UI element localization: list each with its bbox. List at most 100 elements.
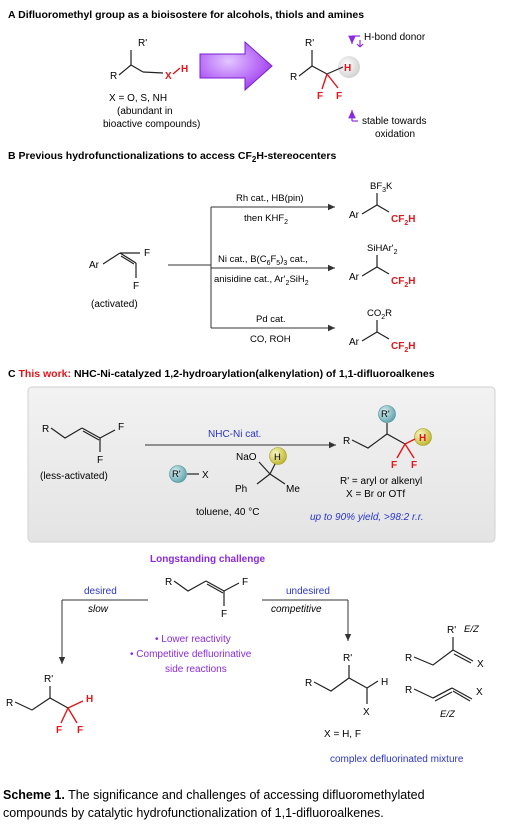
side-product-3: R X E/Z: [405, 685, 483, 720]
svg-text:H: H: [274, 452, 281, 463]
section-b-reaction-2: Ni cat., B(C6F5)3 cat., anisidine cat., …: [214, 243, 415, 289]
bioisostere-arrow: [199, 40, 273, 92]
svg-text:up to 90% yield, >98:2 r.r.: up to 90% yield, >98:2 r.r.: [310, 512, 424, 523]
svg-text:E/Z: E/Z: [440, 709, 456, 720]
svg-text:Ar: Ar: [349, 272, 360, 283]
svg-text:Pd cat.: Pd cat.: [256, 314, 286, 325]
svg-text:NaO: NaO: [236, 452, 257, 463]
svg-text:desired: desired: [84, 586, 117, 597]
svg-text:R': R': [343, 653, 352, 664]
svg-text:Ph: Ph: [235, 484, 247, 495]
svg-text:R': R': [172, 469, 181, 480]
svg-text:bioactive compounds): bioactive compounds): [103, 119, 200, 130]
section-c-product: R' R H F F R' = aryl or alkenyl X = Br o…: [310, 405, 432, 523]
svg-text:(activated): (activated): [91, 299, 138, 310]
side-product-2: R' E/Z R X: [405, 624, 484, 670]
svg-text:(less-activated): (less-activated): [40, 471, 108, 482]
svg-text:X: X: [363, 707, 370, 718]
svg-text:Me: Me: [286, 484, 300, 495]
section-b-substrate: Ar F F (activated): [89, 248, 150, 310]
svg-text:F: F: [118, 422, 124, 433]
svg-text:CF2H: CF2H: [391, 214, 415, 227]
svg-text:stable towards: stable towards: [362, 116, 426, 127]
svg-text:toluene, 40 °C: toluene, 40 °C: [196, 507, 260, 518]
svg-text:(abundant in: (abundant in: [117, 106, 173, 117]
bullet-lower-reactivity: • Lower reactivity: [155, 634, 231, 645]
svg-text:then KHF2: then KHF2: [244, 213, 288, 226]
section-a-title: A Difluoromethyl group as a bioisostere …: [8, 9, 364, 21]
svg-text:CO, ROH: CO, ROH: [250, 334, 291, 345]
svg-text:H: H: [344, 63, 351, 74]
svg-text:X: X: [476, 687, 483, 698]
section-b-reaction-1: Rh cat., HB(pin) then KHF2 BF3K Ar CF2H: [236, 181, 415, 227]
svg-text:R: R: [343, 436, 350, 447]
svg-text:SiHAr'2: SiHAr'2: [367, 243, 398, 256]
svg-text:R: R: [42, 424, 49, 435]
svg-text:F: F: [77, 725, 83, 736]
bullet-defluorinative: • Competitive defluorinative: [130, 649, 252, 660]
svg-text:CF2H: CF2H: [391, 341, 415, 354]
svg-text:X = H, F: X = H, F: [324, 729, 361, 740]
mixture-label: complex defluorinated mixture: [330, 754, 464, 765]
section-a-right-molecule: R' R H F F H-bond donor stable towards o…: [290, 32, 426, 140]
svg-text:X: X: [202, 470, 209, 481]
desired-product: R' R H F F: [6, 674, 93, 736]
svg-text:F: F: [391, 460, 397, 471]
section-b-branch-arrows: [168, 203, 335, 332]
svg-text:R: R: [110, 71, 117, 82]
svg-text:BF3K: BF3K: [370, 181, 393, 194]
svg-text:H: H: [419, 433, 426, 444]
svg-text:CF2H: CF2H: [391, 276, 415, 289]
challenge-desired-path: desired slow: [58, 586, 148, 664]
caption-line-1: Scheme 1. The significance and challenge…: [3, 788, 425, 802]
svg-text:E/Z: E/Z: [464, 624, 480, 635]
svg-text:undesired: undesired: [286, 586, 330, 597]
side-product-1: R' R H X X = H, F: [305, 653, 388, 740]
section-c-substrate: R F F (less-activated): [40, 422, 124, 482]
challenge-substrate: R F F: [165, 577, 248, 620]
svg-text:Ni cat., B(C6F5)3 cat.,: Ni cat., B(C6F5)3 cat.,: [218, 254, 308, 267]
svg-text:F: F: [144, 248, 150, 259]
svg-text:H-bond donor: H-bond donor: [364, 32, 426, 43]
svg-text:F: F: [133, 281, 139, 292]
svg-text:X: X: [165, 71, 172, 82]
svg-text:X = Br or OTf: X = Br or OTf: [346, 489, 405, 500]
svg-text:slow: slow: [88, 604, 109, 615]
svg-text:R': R': [138, 38, 147, 49]
svg-text:R: R: [165, 577, 172, 588]
challenge-undesired-path: undesired competitive: [262, 586, 352, 641]
svg-text:F: F: [242, 577, 248, 588]
section-b-title: B Previous hydrofunctionalizations to ac…: [8, 150, 336, 164]
svg-text:X: X: [477, 659, 484, 670]
svg-text:F: F: [336, 91, 342, 102]
section-c-title: C This work: NHC-Ni-catalyzed 1,2-hydroa…: [8, 368, 435, 380]
svg-text:R': R': [44, 674, 53, 685]
bullet-side-reactions: side reactions: [165, 664, 227, 675]
section-c-conditions: NHC-Ni cat. R' X NaO H Ph Me toluene, 40…: [145, 429, 336, 518]
svg-text:R: R: [290, 72, 297, 83]
svg-text:H: H: [181, 64, 188, 75]
svg-text:R': R': [381, 409, 390, 420]
svg-text:oxidation: oxidation: [375, 129, 415, 140]
svg-text:H: H: [381, 677, 388, 688]
svg-text:H: H: [86, 694, 93, 705]
svg-text:F: F: [221, 609, 227, 620]
svg-text:Rh cat., HB(pin): Rh cat., HB(pin): [236, 193, 304, 204]
svg-text:F: F: [317, 91, 323, 102]
svg-text:competitive: competitive: [271, 604, 322, 615]
svg-text:R': R': [447, 625, 456, 636]
section-a-left-molecule: R' R X H X = O, S, NH (abundant in bioac…: [103, 38, 200, 130]
svg-text:anisidine cat., Ar'2SiH2: anisidine cat., Ar'2SiH2: [214, 274, 309, 287]
svg-text:R: R: [305, 678, 312, 689]
svg-text:R: R: [6, 698, 13, 709]
svg-text:CO2R: CO2R: [367, 308, 392, 321]
svg-text:Ar: Ar: [349, 210, 360, 221]
svg-text:R: R: [405, 685, 412, 696]
section-b-reaction-3: Pd cat. CO, ROH CO2R Ar CF2H: [250, 308, 415, 354]
svg-text:F: F: [411, 460, 417, 471]
svg-text:Ar: Ar: [89, 260, 100, 271]
challenge-title: Longstanding challenge: [150, 554, 265, 565]
svg-text:Ar: Ar: [349, 337, 360, 348]
svg-text:F: F: [56, 725, 62, 736]
